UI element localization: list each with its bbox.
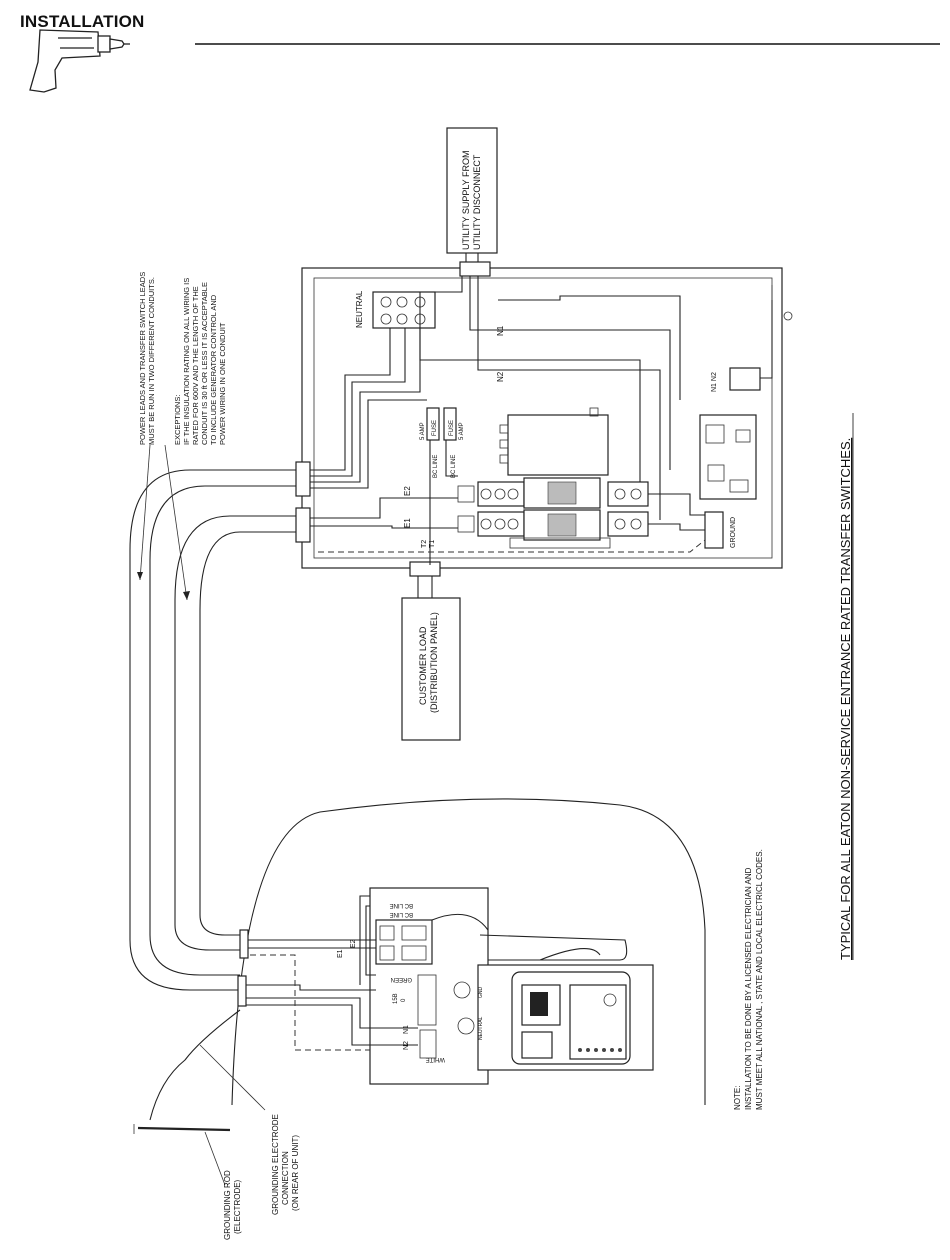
- neutral-small-label: NEUTRAL: [478, 1016, 484, 1040]
- n1-n2-terminal: [729, 367, 761, 391]
- n1-gen-label: N1: [403, 1025, 410, 1034]
- gnd-label: GND: [478, 987, 484, 999]
- grounding-wire: [149, 1009, 241, 1121]
- note-leader-2: [164, 444, 188, 601]
- utility-supply-line1: UTILITY SUPPLY FROM: [461, 150, 471, 250]
- bc-line-gen-2: BC LINE: [390, 911, 413, 917]
- svg-text:FUSE: FUSE: [432, 420, 438, 436]
- e1-gen-label: E1: [337, 949, 344, 958]
- gen-conduit-fitting-2: [237, 975, 247, 1007]
- bc-line-gen-1: BC LINE: [390, 902, 413, 908]
- grounding-connection-label: GROUNDING ELECTRODE CONNECTION (ON REAR …: [271, 1112, 300, 1215]
- page-title: INSTALLATION: [20, 12, 145, 31]
- n1-label: N1: [496, 325, 505, 336]
- customer-load-box: [401, 597, 461, 741]
- side-conduit-hub-2: [295, 507, 311, 543]
- t1-label: T1: [429, 540, 436, 548]
- install-note: NOTE: INSTALLATION TO BE DONE BY A LICEN…: [733, 849, 764, 1110]
- control-board: [699, 414, 757, 500]
- customer-load-line1: CUSTOMER LOAD: [418, 626, 428, 705]
- bc-line-label-2: BC LINE: [451, 455, 457, 478]
- ground-terminal: [704, 511, 724, 549]
- wire-n1: [469, 276, 671, 470]
- top-conduit-hub: [459, 261, 491, 277]
- e2-gen-label: E2: [350, 939, 357, 948]
- fuse-1: [426, 407, 440, 441]
- fuse-rating-2: 5 AMP: [459, 422, 465, 440]
- fuse-rating-1: 5 AMP: [420, 422, 426, 440]
- wire-n2: [477, 276, 661, 520]
- typical-caption: TYPICAL FOR ALL EATON NON-SERVICE ENTRAN…: [838, 438, 853, 960]
- customer-load-line2: (DISTRIBUTION PANEL): [429, 612, 439, 713]
- fuse-holder: [521, 1031, 553, 1059]
- svg-text:N1 N2: N1 N2: [711, 372, 718, 392]
- e1-label: E1: [403, 518, 412, 528]
- control-module: [507, 414, 609, 476]
- bottom-conduit-hub: [409, 561, 441, 577]
- generator-wiring: [240, 895, 628, 1046]
- fuse-2: [443, 407, 457, 441]
- generator-wiring-panel: [369, 887, 489, 1085]
- gen-conduit-fitting-1: [239, 929, 249, 959]
- e2-label: E2: [403, 486, 412, 496]
- generator-housing: [231, 798, 706, 1106]
- white-label: WHITE: [426, 1056, 445, 1062]
- internal-wiring: [310, 292, 773, 565]
- terminal-0-label: 0: [401, 998, 407, 1002]
- green-label: GREEN: [391, 976, 412, 982]
- generator-breaker: [375, 919, 433, 965]
- terminal-15b-label: 15B: [393, 993, 399, 1004]
- grounding-rod: [137, 1126, 231, 1132]
- utility-supply-box: [446, 127, 498, 254]
- note-leader-1: [139, 444, 151, 581]
- t2-label: T2: [421, 540, 428, 548]
- bc-line-label-1: BC LINE: [433, 455, 439, 478]
- svg-text:UTILITY SUPPLY FROM UTILIT: UTILITY SUPPLY FROM UTILITY DISCONNECT: [461, 148, 482, 250]
- conduits: [129, 469, 296, 991]
- exceptions-note: EXCEPTIONS: IF THE INSULATION RATING ON …: [173, 276, 227, 445]
- power-leads-note: POWER LEADS AND TRANSFER SWITCH LEADS MU…: [138, 270, 156, 445]
- drill-icon: [29, 29, 130, 93]
- n2-label: N2: [496, 371, 505, 382]
- svg-text:CUSTOMER LOAD (DISTRIBUTIO: CUSTOMER LOAD (DISTRIBUTION PANEL): [418, 612, 439, 713]
- svg-text:FUSE: FUSE: [449, 420, 455, 436]
- grounding-rod-label: GROUNDING ROD (ELECTRODE): [223, 1168, 242, 1240]
- ground-label: GROUND: [730, 517, 737, 548]
- neutral-label: NEUTRAL: [355, 290, 364, 328]
- status-display: [569, 984, 627, 1060]
- utility-supply-line2: UTILITY DISCONNECT: [472, 154, 482, 250]
- enclosure-inner: [313, 277, 773, 559]
- side-conduit-hub-1: [295, 461, 311, 497]
